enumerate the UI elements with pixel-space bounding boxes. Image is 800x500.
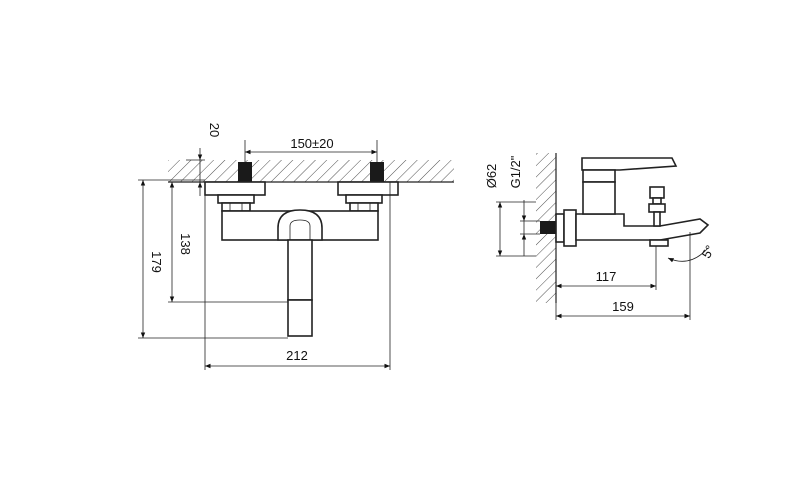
dim-150-label: 150±20 — [290, 136, 333, 151]
lever-handle — [277, 209, 323, 241]
dim-159-label: 159 — [612, 299, 634, 314]
front-view: 212 150±20 179 138 20 — [138, 123, 454, 370]
dim-179-label: 179 — [149, 251, 164, 273]
escutcheon — [563, 209, 577, 247]
spout — [287, 239, 313, 337]
diverter-knob — [648, 186, 666, 227]
side-mixer-body — [575, 213, 710, 241]
side-view: 5° 117 159 Ø62 G1/2" — [484, 153, 718, 320]
right-connector — [337, 162, 399, 212]
dim-5deg-label: 5° — [698, 243, 717, 261]
dim-thread-label: G1/2" — [508, 155, 523, 188]
front-wall-hatch — [168, 160, 454, 182]
dim-62-label: Ø62 — [484, 164, 499, 189]
dim-212-label: 212 — [286, 348, 308, 363]
dim-20-label: 20 — [207, 123, 222, 137]
dim-117-label: 117 — [596, 269, 617, 284]
dim-5deg-arc — [667, 247, 709, 263]
dim-138-label: 138 — [178, 233, 193, 255]
side-lever — [581, 157, 678, 215]
